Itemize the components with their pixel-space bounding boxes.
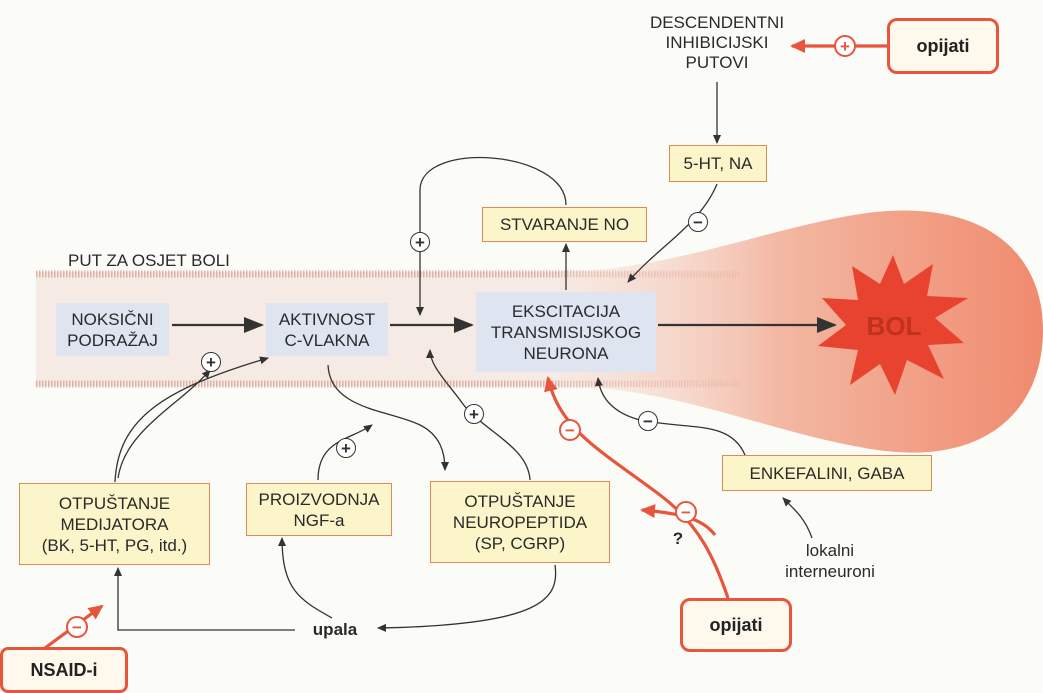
arrow-neuropeptide-to-upala [377, 564, 557, 632]
no-production-box: STVARANJE NO [482, 207, 647, 242]
c-fiber-activity-box: AKTIVNOST C-VLAKNA [266, 303, 388, 356]
pain-label: BOL [866, 311, 922, 341]
plus-sign-icon: + [201, 352, 221, 372]
red-arrow-opiates-to-neuron [544, 376, 730, 599]
minus-sign-icon: − [559, 419, 581, 441]
neuropeptide-release-box: OTPUŠTANJE NEUROPEPTIDA (SP, CGRP) [430, 481, 610, 563]
opiates-bottom-box: opijati [680, 598, 792, 652]
serotonin-na-box: 5-HT, NA [669, 145, 767, 182]
pain-burst-icon [818, 255, 968, 395]
minus-sign-icon: − [675, 501, 697, 523]
ngf-production-box: PROIZVODNJA NGF-a [246, 483, 392, 536]
enkephalins-gaba-box: ENKEFALINI, GABA [722, 455, 932, 491]
arrow-upala-to-ngf [278, 537, 333, 619]
transmission-neuron-box: EKSCITACIJA TRANSMISIJSKOG NEURONA [476, 292, 656, 372]
minus-sign-icon: − [66, 616, 88, 638]
plus-sign-icon: + [336, 438, 356, 458]
local-interneurons-label: lokalni interneuroni [785, 541, 875, 581]
question-mark: ? [672, 529, 684, 548]
pathway-label: PUT ZA OSJET BOLI [68, 251, 230, 270]
arrow-5ht-to-neuron [627, 183, 718, 283]
inflammation-label: upala [312, 620, 358, 639]
arrow-cfiber-to-neuropeptide [327, 364, 449, 471]
mediator-release-box: OTPUŠTANJE MEDIJATORA (BK, 5-HT, PG, itd… [19, 483, 210, 565]
plus-sign-icon: + [464, 404, 484, 424]
arrow-no-loop [416, 156, 567, 316]
arrow-upala-to-mediator [114, 567, 295, 631]
pain-bulb [560, 210, 1043, 453]
opiates-top-box: opijati [887, 18, 999, 74]
arrow-interneurons-to-enkephalin [782, 497, 813, 539]
minus-sign-icon: − [688, 212, 708, 232]
plus-sign-icon: + [410, 232, 430, 252]
minus-sign-icon: − [638, 411, 658, 431]
plus-sign-icon: + [834, 35, 856, 57]
descending-pathways-label: DESCENDENTNI INHIBICIJSKI PUTOVI [649, 13, 785, 72]
black-arrows [114, 82, 837, 632]
arrow-mediator-to-cfiber [114, 356, 269, 483]
nsaids-box: NSAID-i [0, 647, 128, 693]
arrow-mediator-to-noksicni [117, 369, 211, 479]
nociceptive-stimulus-box: NOKSIČNI PODRAŽAJ [56, 303, 169, 356]
